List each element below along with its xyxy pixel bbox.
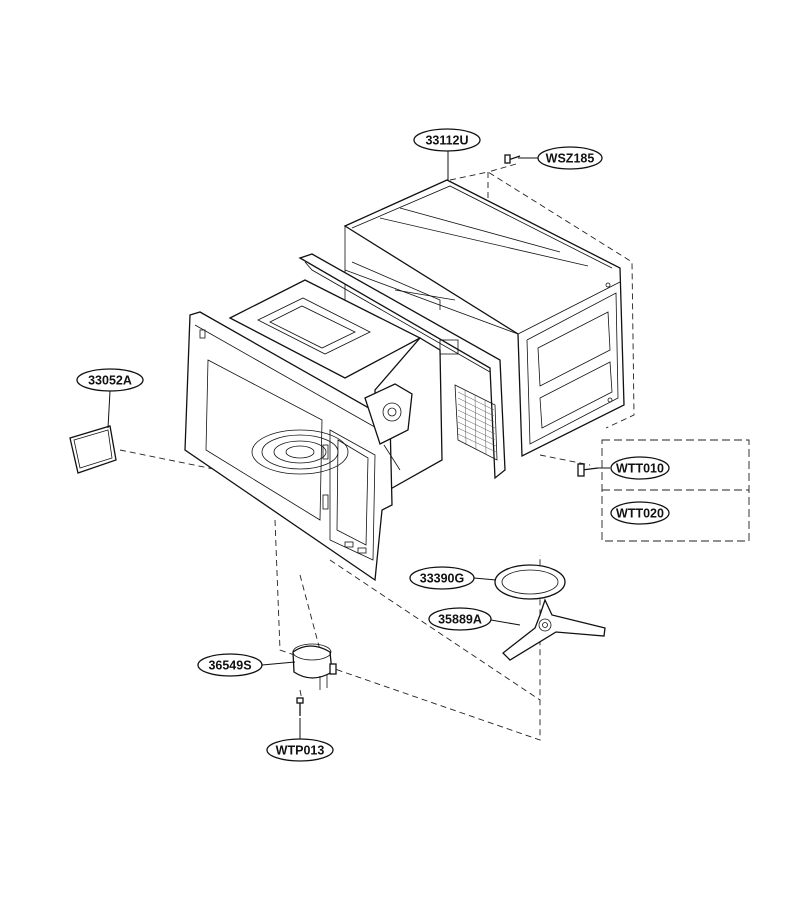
roller-guide (502, 598, 606, 661)
svg-text:WTT010: WTT010 (616, 462, 664, 476)
turntable-motor (292, 643, 337, 690)
svg-text:WSZ185: WSZ185 (546, 152, 595, 166)
roller-ring (494, 564, 566, 600)
callout-roller-ring: 33390G (409, 566, 475, 590)
callout-cover-plate: 33052A (76, 368, 144, 392)
svg-text:33390G: 33390G (420, 572, 464, 586)
callout-screw-bottom: WTP013 (266, 738, 334, 762)
screw-bottom (296, 697, 304, 716)
callout-motor: 36549S (197, 653, 263, 677)
inner-chassis (184, 253, 506, 582)
leader-lines (107, 151, 610, 740)
callout-screw-top: WSZ185 (537, 146, 603, 170)
screw-side (577, 463, 599, 477)
callout-screw-side-b: WTT020 (610, 501, 670, 525)
callout-screw-side-a: WTT010 (610, 456, 670, 480)
svg-text:WTT020: WTT020 (616, 507, 664, 521)
svg-text:WTP013: WTP013 (276, 744, 325, 758)
outer-cabinet (343, 179, 625, 458)
vent-grille (457, 389, 497, 456)
callout-coupler: 35889A (428, 607, 492, 631)
screw-group-box (601, 439, 750, 542)
svg-text:33052A: 33052A (88, 374, 132, 388)
screw-top (504, 154, 521, 164)
cover-plate (69, 425, 117, 474)
svg-text:36549S: 36549S (208, 659, 251, 673)
svg-text:35889A: 35889A (438, 613, 482, 627)
svg-text:33112U: 33112U (425, 134, 468, 148)
callout-outer-case: 33112U (413, 128, 481, 152)
